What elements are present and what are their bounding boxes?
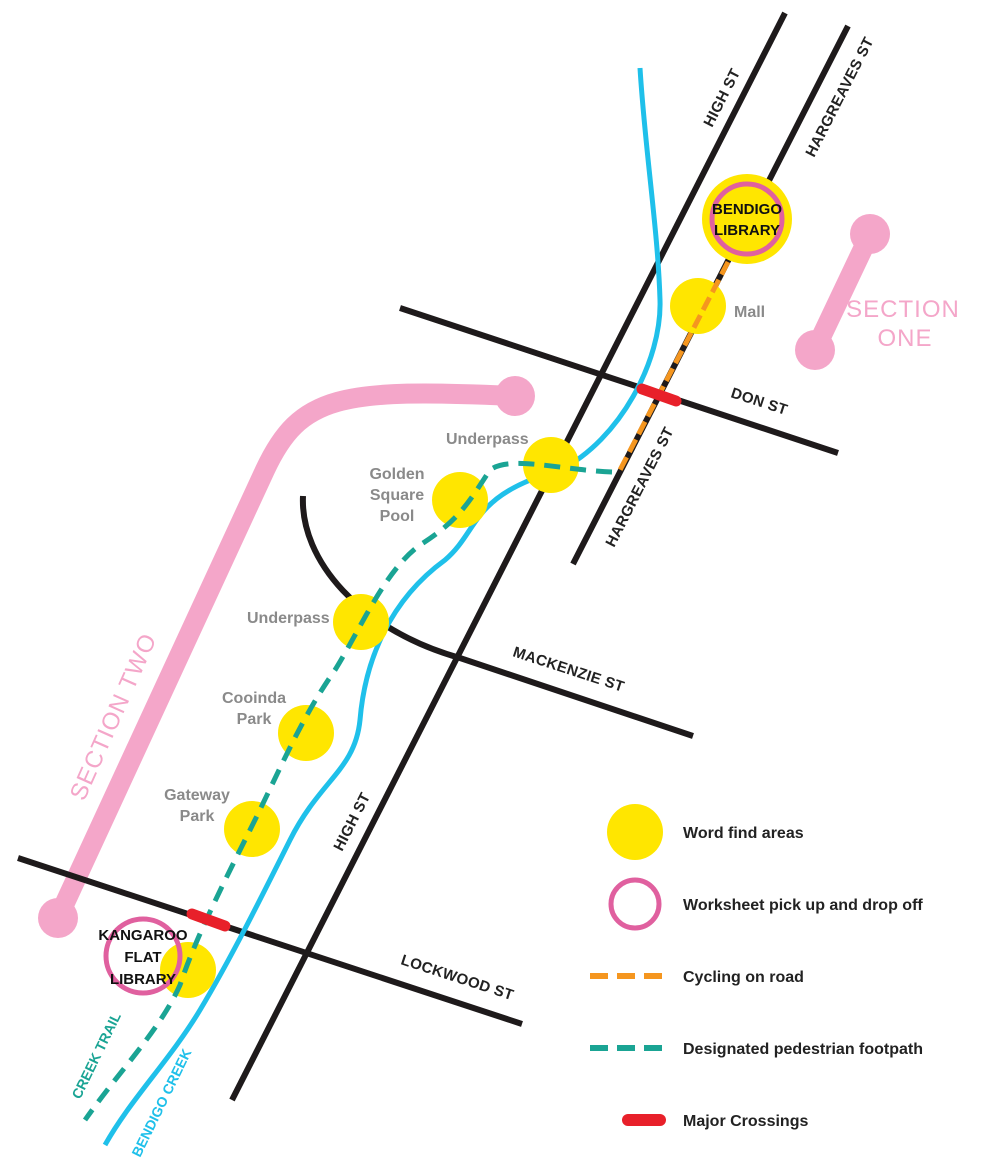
mackenzie-st-road (299, 495, 694, 739)
mackenzie-st-label: MACKENZIE ST (511, 644, 627, 696)
legend-word-find-label: Word find areas (683, 825, 804, 842)
bendigo-library-label-2: LIBRARY (714, 222, 780, 239)
legend-cycling-label: Cycling on road (683, 969, 804, 986)
legend-word-find-swatch (607, 804, 663, 860)
lockwood-st-road (17, 855, 523, 1027)
major-crossing-don-st (636, 383, 682, 407)
section-one-label-1: SECTION (846, 296, 960, 323)
golden-square-label-1: Golden (369, 466, 424, 483)
bendigo-library-label-1: BENDIGO (712, 201, 782, 218)
kangaroo-flat-label-1: KANGAROO (98, 927, 187, 944)
golden-square-label-3: Pool (380, 508, 415, 525)
kangaroo-flat-label-2: FLAT (124, 949, 161, 966)
bendigo-library-yellow (702, 174, 792, 264)
section-one-start-dot (850, 214, 890, 254)
legend-worksheet-label: Worksheet pick up and drop off (683, 897, 923, 914)
gateway-park-label-1: Gateway (164, 787, 230, 804)
don-st-label: DON ST (729, 385, 790, 419)
legend-worksheet-swatch (608, 877, 662, 931)
underpass-north-label: Underpass (446, 431, 529, 448)
bendigo-library-ring (709, 181, 785, 257)
creek-trail-label: CREEK TRAIL (68, 1009, 124, 1101)
high-st-label-north: HIGH ST (700, 66, 744, 130)
section-two-start-dot (38, 898, 78, 938)
bendigo-creek-line (102, 67, 663, 1147)
section-two-route (48, 383, 525, 928)
section-two-end-dot (495, 376, 535, 416)
kangaroo-flat-label-3: LIBRARY (110, 971, 176, 988)
lockwood-st-label: LOCKWOOD ST (399, 952, 516, 1004)
section-one-end-dot (795, 330, 835, 370)
high-st-label-south: HIGH ST (330, 790, 374, 854)
pedestrian-footpath-line (82, 460, 613, 1122)
legend-footpath-label: Designated pedestrian footpath (683, 1041, 923, 1058)
don-st-road (399, 305, 839, 456)
legend: Word find areas Worksheet pick up and dr… (590, 804, 923, 1130)
underpass-south-label: Underpass (247, 610, 330, 627)
word-find-area-cooinda-park (278, 705, 334, 761)
word-find-area-golden-square-pool (432, 472, 488, 528)
kangaroo-flat-library-ring (103, 916, 183, 996)
section-one-route (805, 224, 880, 360)
golden-square-label-2: Square (370, 487, 424, 504)
section-one-label-2: ONE (877, 325, 932, 352)
cooinda-park-label-1: Cooinda (222, 690, 286, 707)
mall-label: Mall (734, 304, 765, 321)
gateway-park-label-2: Park (180, 808, 215, 825)
cooinda-park-label-2: Park (237, 711, 272, 728)
major-crossing-lockwood-st (186, 908, 231, 932)
high-st-road (229, 11, 788, 1102)
legend-crossing-label: Major Crossings (683, 1113, 808, 1130)
word-find-area-kangaroo-flat (160, 942, 216, 998)
